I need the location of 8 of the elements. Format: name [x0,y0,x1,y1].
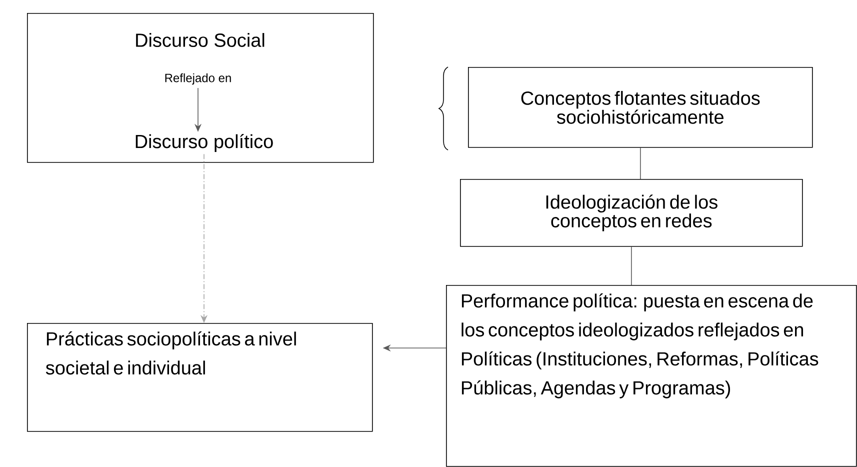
process-box: Conceptos flotantes situados sociohistóricamente [468,67,813,148]
process-box: Prácticas sociopolíticas a nivel societal e individual [27,323,373,432]
process-box: Performance política: puesta en escena de los conceptos ideologizados reflejados en Políticas (Instituciones, Reformas, Políticas Públicas, Agendas y Programas) [446,285,857,467]
process-box [27,13,374,163]
edge-label: Reflejado en [163,72,233,86]
box-text: Discurso político [136,134,273,152]
box-heading: Discurso Social [136,33,264,47]
process-box: Ideologización de los conceptos en redes [460,179,803,247]
